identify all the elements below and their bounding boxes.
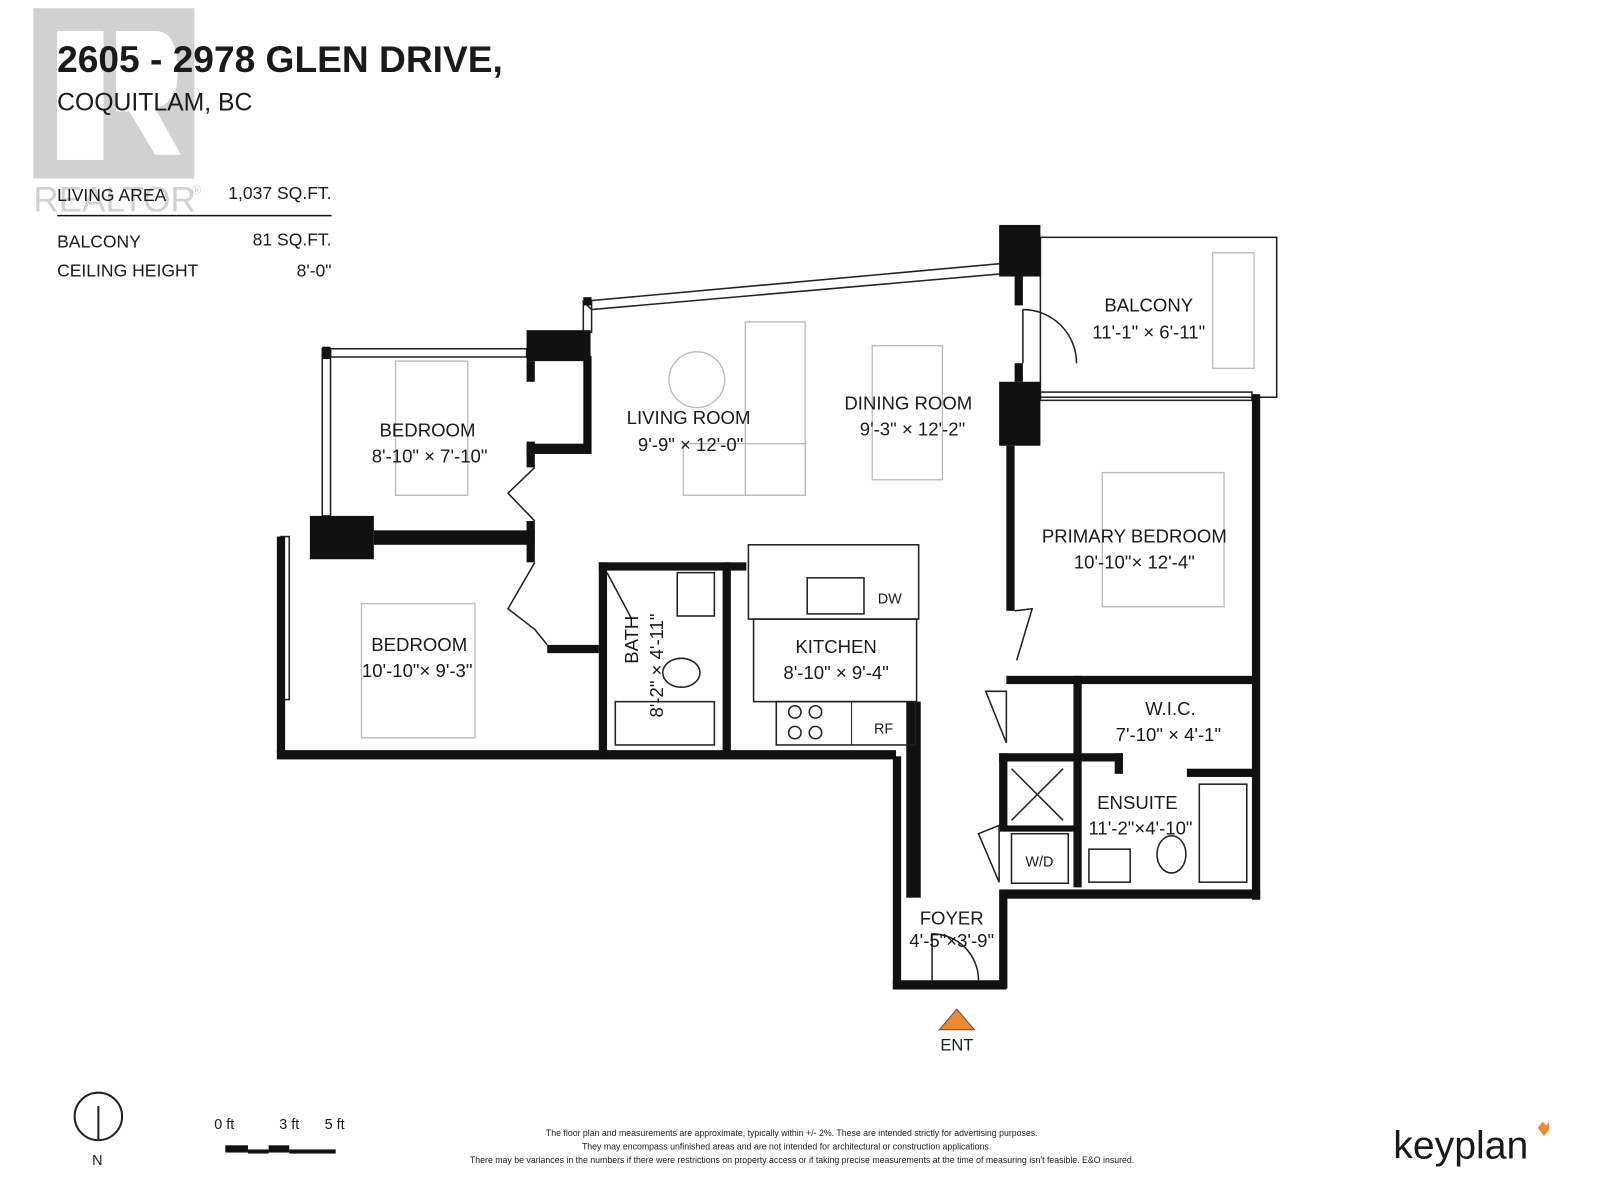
svg-text:W.I.C.: W.I.C.	[1145, 698, 1196, 719]
room-label-wic: W.I.C. 7'-10" × 4'-1"	[1116, 698, 1221, 745]
summary-label: CEILING HEIGHT	[57, 261, 199, 281]
address-city: COQUITLAM, BC	[57, 89, 252, 116]
svg-text:DINING ROOM: DINING ROOM	[844, 393, 972, 414]
svg-text:BALCONY: BALCONY	[1104, 295, 1193, 316]
entrance-label: ENT	[940, 1036, 973, 1054]
svg-text:BATH: BATH	[621, 616, 642, 664]
doors	[506, 308, 1078, 981]
svg-text:There may be variances in the: There may be variances in the numbers if…	[470, 1155, 1134, 1165]
summary-value: 8'-0"	[297, 261, 332, 281]
realtor-watermark-logo: REALTOR ®	[33, 8, 201, 220]
svg-text:5 ft: 5 ft	[325, 1117, 345, 1133]
scale-bar: 0 ft 3 ft 5 ft	[214, 1117, 345, 1154]
svg-text:ENSUITE: ENSUITE	[1097, 792, 1177, 813]
svg-text:They may encompass unfinished: They may encompass unfinished areas and …	[582, 1141, 991, 1151]
summary-label: LIVING AREA	[57, 185, 166, 205]
svg-text:10'-10"× 12'-4": 10'-10"× 12'-4"	[1074, 552, 1195, 573]
summary-value: 1,037 SQ.FT.	[228, 183, 331, 203]
balcony-outline	[1039, 236, 1278, 399]
living-window	[581, 262, 1008, 311]
svg-text:BEDROOM: BEDROOM	[371, 634, 467, 655]
svg-text:BEDROOM: BEDROOM	[380, 419, 476, 440]
furniture	[360, 252, 1255, 885]
fridge-label: RF	[874, 722, 893, 738]
room-label-kitchen: KITCHEN 8'-10" × 9'-4"	[783, 636, 888, 683]
registered-mark: ®	[192, 183, 201, 197]
svg-text:FOYER: FOYER	[920, 908, 984, 929]
room-label-bedroom-2: BEDROOM 10'-10"× 9'-3"	[362, 634, 473, 681]
kitchen-counter	[747, 544, 920, 746]
room-label-balcony: BALCONY 11'-1" × 6'-11"	[1092, 295, 1205, 343]
svg-text:PRIMARY BEDROOM: PRIMARY BEDROOM	[1042, 526, 1227, 547]
svg-text:0 ft: 0 ft	[214, 1117, 234, 1133]
svg-text:11'-2"×4'-10": 11'-2"×4'-10"	[1088, 818, 1192, 839]
svg-text:3 ft: 3 ft	[279, 1117, 299, 1133]
room-label-living: LIVING ROOM 9'-9" × 12'-0"	[627, 407, 751, 455]
svg-text:8'-10" × 9'-4": 8'-10" × 9'-4"	[783, 662, 888, 683]
svg-text:8'-2" × 4'-11": 8'-2" × 4'-11"	[646, 614, 667, 718]
svg-text:The floor plan and measurement: The floor plan and measurements are appr…	[546, 1128, 1038, 1138]
bedroom-window	[321, 347, 332, 517]
primary-window	[1039, 391, 1253, 402]
keyplan-logo: keyplan	[1393, 1125, 1528, 1168]
compass-icon	[73, 1091, 124, 1142]
svg-text:10'-10"× 9'-3": 10'-10"× 9'-3"	[362, 660, 473, 681]
svg-text:7'-10" × 4'-1": 7'-10" × 4'-1"	[1116, 724, 1221, 745]
svg-text:8'-10" × 7'-10": 8'-10" × 7'-10"	[372, 445, 488, 466]
summary-table: LIVING AREA 1,037 SQ.FT. BALCONY 81 SQ.F…	[57, 183, 332, 281]
address-title: 2605 - 2978 GLEN DRIVE,	[57, 38, 503, 80]
room-label-foyer: FOYER 4'-5"×3'-9"	[909, 908, 994, 952]
room-label-primary-bedroom: PRIMARY BEDROOM 10'-10"× 12'-4"	[1042, 526, 1227, 573]
svg-text:9'-3" × 12'-2": 9'-3" × 12'-2"	[860, 418, 965, 439]
svg-text:LIVING ROOM: LIVING ROOM	[627, 407, 751, 428]
keyplan-fox-icon	[1537, 1121, 1550, 1137]
washer-dryer-label: W/D	[1025, 855, 1053, 871]
summary-label: BALCONY	[57, 232, 141, 252]
svg-text:9'-9" × 12'-0": 9'-9" × 12'-0"	[638, 434, 743, 455]
svg-text:11'-1" × 6'-11": 11'-1" × 6'-11"	[1092, 321, 1205, 342]
disclaimer: The floor plan and measurements are appr…	[470, 1128, 1134, 1165]
entrance-arrow-icon	[938, 1008, 976, 1031]
walls	[276, 224, 1261, 990]
svg-text:4'-5"×3'-9": 4'-5"×3'-9"	[909, 930, 994, 951]
realtor-watermark-text: REALTOR	[33, 181, 195, 220]
bedroom-window	[329, 347, 528, 358]
dishwasher-label: DW	[878, 592, 902, 608]
room-label-bath: BATH 8'-2" × 4'-11"	[621, 614, 667, 718]
room-label-ensuite: ENSUITE 11'-2"×4'-10"	[1088, 792, 1192, 839]
compass-north-label: N	[92, 1153, 102, 1169]
room-label-dining: DINING ROOM 9'-3" × 12'-2"	[844, 393, 972, 440]
room-label-bedroom-1: BEDROOM 8'-10" × 7'-10"	[372, 419, 488, 466]
summary-value: 81 SQ.FT.	[253, 230, 332, 250]
svg-text:KITCHEN: KITCHEN	[795, 636, 876, 657]
floor-plan: BALCONY 11'-1" × 6'-11" DINING ROOM 9'-3…	[276, 224, 1278, 990]
